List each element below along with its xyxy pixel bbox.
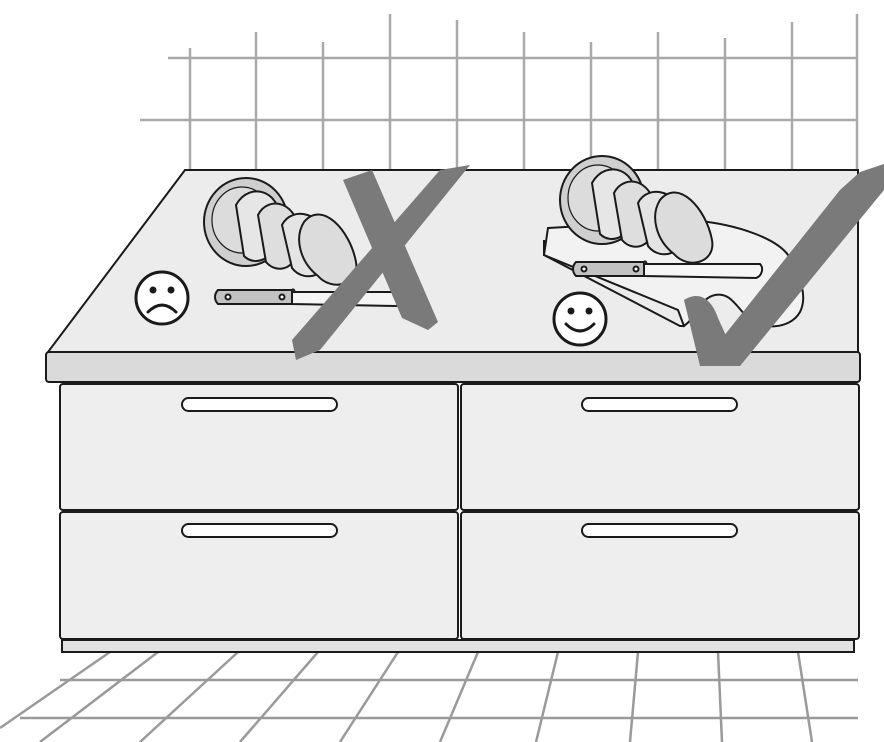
happy-face-icon — [554, 293, 606, 345]
drawer-handle — [582, 524, 737, 537]
wall-tiles — [140, 14, 858, 175]
knife-icon — [573, 261, 762, 278]
sad-face-icon — [136, 272, 188, 324]
drawer-handle — [582, 398, 737, 411]
cabinet — [60, 384, 859, 652]
drawer-handle — [182, 398, 337, 411]
drawer-handle — [182, 524, 337, 537]
floor-tiles — [0, 652, 858, 742]
knife-icon — [215, 289, 402, 306]
